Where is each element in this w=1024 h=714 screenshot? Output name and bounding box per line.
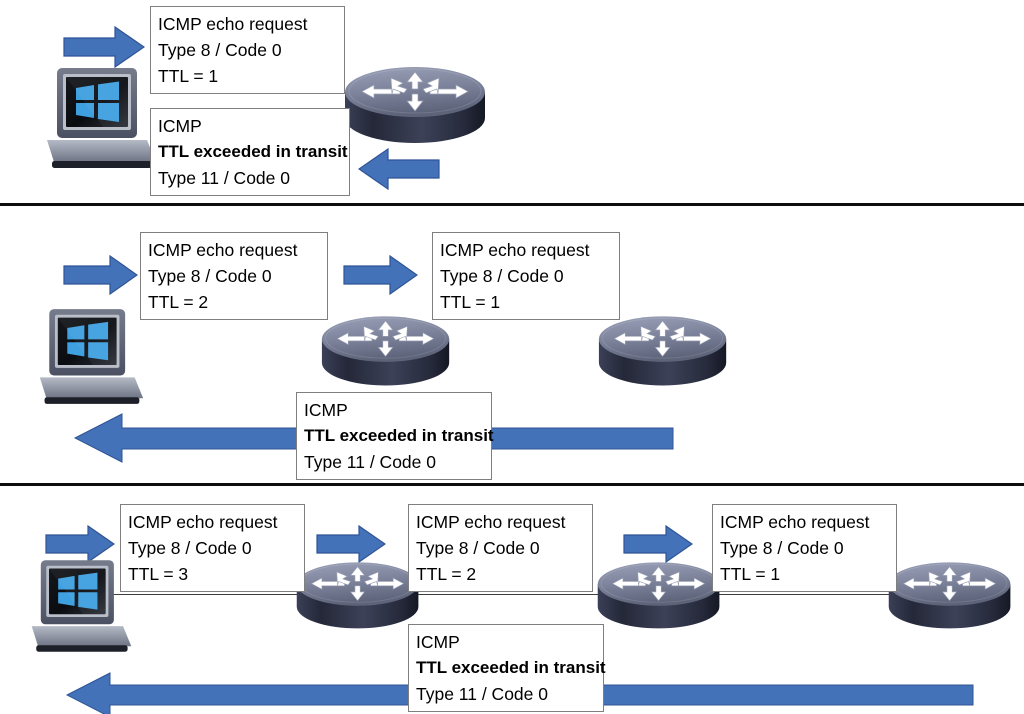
client-laptop — [28, 556, 134, 656]
msg-line: ICMP — [304, 400, 348, 420]
msg-line: ICMP echo request — [440, 240, 590, 260]
msg-line: Type 8 / Code 0 — [416, 538, 540, 558]
msg-line: Type 8 / Code 0 — [440, 266, 564, 286]
msg-line: Type 11 / Code 0 — [416, 684, 548, 704]
router-1 — [295, 556, 421, 633]
msg-line: TTL = 1 — [720, 564, 781, 584]
arrow-forward-3 — [623, 525, 693, 563]
msg-line: Type 8 / Code 0 — [128, 538, 252, 558]
panel-divider-1 — [0, 203, 1024, 206]
echo-request-ttl-1-decremented: ICMP echo request Type 8 / Code 0 TTL = … — [712, 504, 897, 592]
msg-line: ICMP echo request — [148, 240, 298, 260]
msg-line: TTL exceeded in transit — [304, 426, 494, 445]
msg-line: TTL exceeded in transit — [416, 658, 606, 677]
router-2 — [597, 310, 729, 390]
arrow-forward-1 — [45, 525, 115, 563]
msg-line: Type 11 / Code 0 — [158, 168, 290, 188]
panel-divider-2 — [0, 483, 1024, 486]
echo-request-ttl-1-decremented: ICMP echo request Type 8 / Code 0 TTL = … — [432, 232, 620, 320]
echo-request-ttl-3: ICMP echo request Type 8 / Code 0 TTL = … — [120, 504, 305, 592]
msg-line: ICMP echo request — [158, 14, 308, 34]
client-laptop — [43, 64, 159, 172]
msg-line: Type 8 / Code 0 — [148, 266, 272, 286]
msg-line: TTL = 1 — [158, 66, 219, 86]
msg-line: Type 8 / Code 0 — [158, 40, 282, 60]
ttl-exceeded-reply: ICMP TTL exceeded in transit Type 11 / C… — [150, 108, 350, 196]
router-1 — [343, 60, 488, 148]
msg-line: ICMP echo request — [128, 512, 278, 532]
link-wire — [90, 594, 970, 595]
ttl-exceeded-reply: ICMP TTL exceeded in transit Type 11 / C… — [408, 624, 606, 712]
msg-line: TTL = 2 — [148, 292, 209, 312]
ttl-exceeded-reply: ICMP TTL exceeded in transit Type 11 / C… — [296, 392, 494, 480]
echo-request-ttl-2-decremented: ICMP echo request Type 8 / Code 0 TTL = … — [408, 504, 593, 592]
msg-line: ICMP echo request — [720, 512, 870, 532]
msg-line: TTL = 2 — [416, 564, 477, 584]
arrow-forward-2 — [343, 255, 418, 295]
router-3 — [887, 556, 1013, 633]
arrow-forward-1 — [63, 26, 145, 68]
echo-request-ttl-2: ICMP echo request Type 8 / Code 0 TTL = … — [140, 232, 328, 320]
msg-line: TTL = 3 — [128, 564, 189, 584]
msg-line: ICMP — [416, 632, 460, 652]
msg-line: ICMP echo request — [416, 512, 566, 532]
echo-request-ttl-1: ICMP echo request Type 8 / Code 0 TTL = … — [150, 6, 345, 94]
msg-line: Type 8 / Code 0 — [720, 538, 844, 558]
router-2 — [596, 556, 722, 633]
msg-line: ICMP — [158, 116, 202, 136]
msg-line: TTL = 1 — [440, 292, 501, 312]
arrow-return-1 — [358, 148, 440, 190]
arrow-forward-2 — [316, 525, 386, 563]
client-laptop — [36, 305, 146, 408]
msg-line: TTL exceeded in transit — [158, 142, 348, 161]
arrow-forward-1 — [63, 255, 138, 295]
msg-line: Type 11 / Code 0 — [304, 452, 436, 472]
router-1 — [320, 310, 452, 390]
